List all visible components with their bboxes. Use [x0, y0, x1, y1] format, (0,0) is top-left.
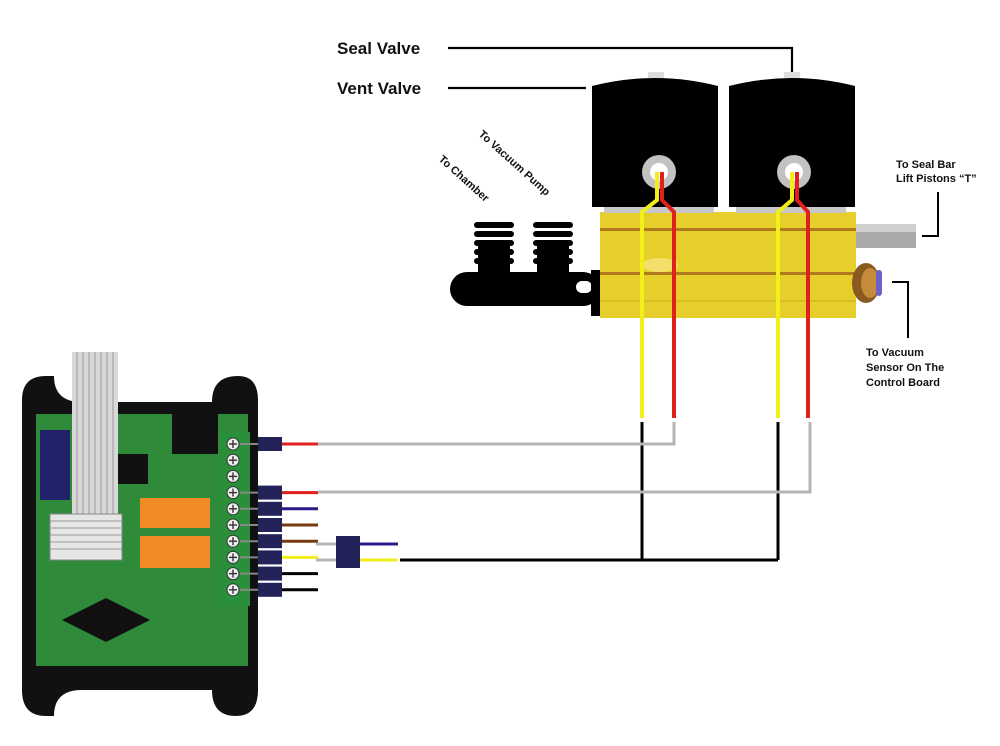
junction-connectors — [316, 536, 398, 568]
to-seal-bar-label-2: Lift Pistons “T” — [896, 173, 977, 185]
seal-valve-leader-line — [448, 46, 794, 72]
wire-connector — [258, 485, 282, 500]
wire-connector — [258, 534, 282, 549]
vacuum-sensor-leader-line — [892, 281, 909, 338]
seal-bar-leader-line — [922, 192, 939, 237]
manifold-block-icon — [591, 212, 916, 318]
to-chamber-label: To Chamber — [436, 153, 492, 205]
vent-valve-solenoid-icon — [592, 72, 718, 213]
to-vacuum-sensor-label-2: Sensor On The — [866, 362, 944, 374]
to-vacuum-pump-label: To Vacuum Pump — [476, 128, 552, 198]
terminal-block — [220, 432, 318, 606]
to-vacuum-sensor-label-3: Control Board — [866, 377, 940, 389]
wire-connector — [258, 550, 282, 565]
wire-connector — [258, 582, 282, 597]
to-vacuum-sensor-label-1: To Vacuum — [866, 347, 924, 359]
seal-valve-leads — [776, 172, 810, 418]
vent-valve-leads — [640, 172, 676, 418]
vacuum-pump-port — [533, 222, 592, 293]
chamber-port — [450, 222, 600, 306]
wire-connector — [258, 501, 282, 516]
vent-valve-label: Vent Valve — [337, 79, 421, 98]
wire-connector — [258, 437, 282, 451]
wire-connector — [258, 518, 282, 532]
seal-valve-label: Seal Valve — [337, 39, 420, 58]
to-seal-bar-label-1: To Seal Bar — [896, 159, 956, 171]
extension-wires — [318, 422, 812, 562]
ribbon-cable-icon — [49, 352, 123, 561]
wire-connector — [258, 566, 282, 581]
